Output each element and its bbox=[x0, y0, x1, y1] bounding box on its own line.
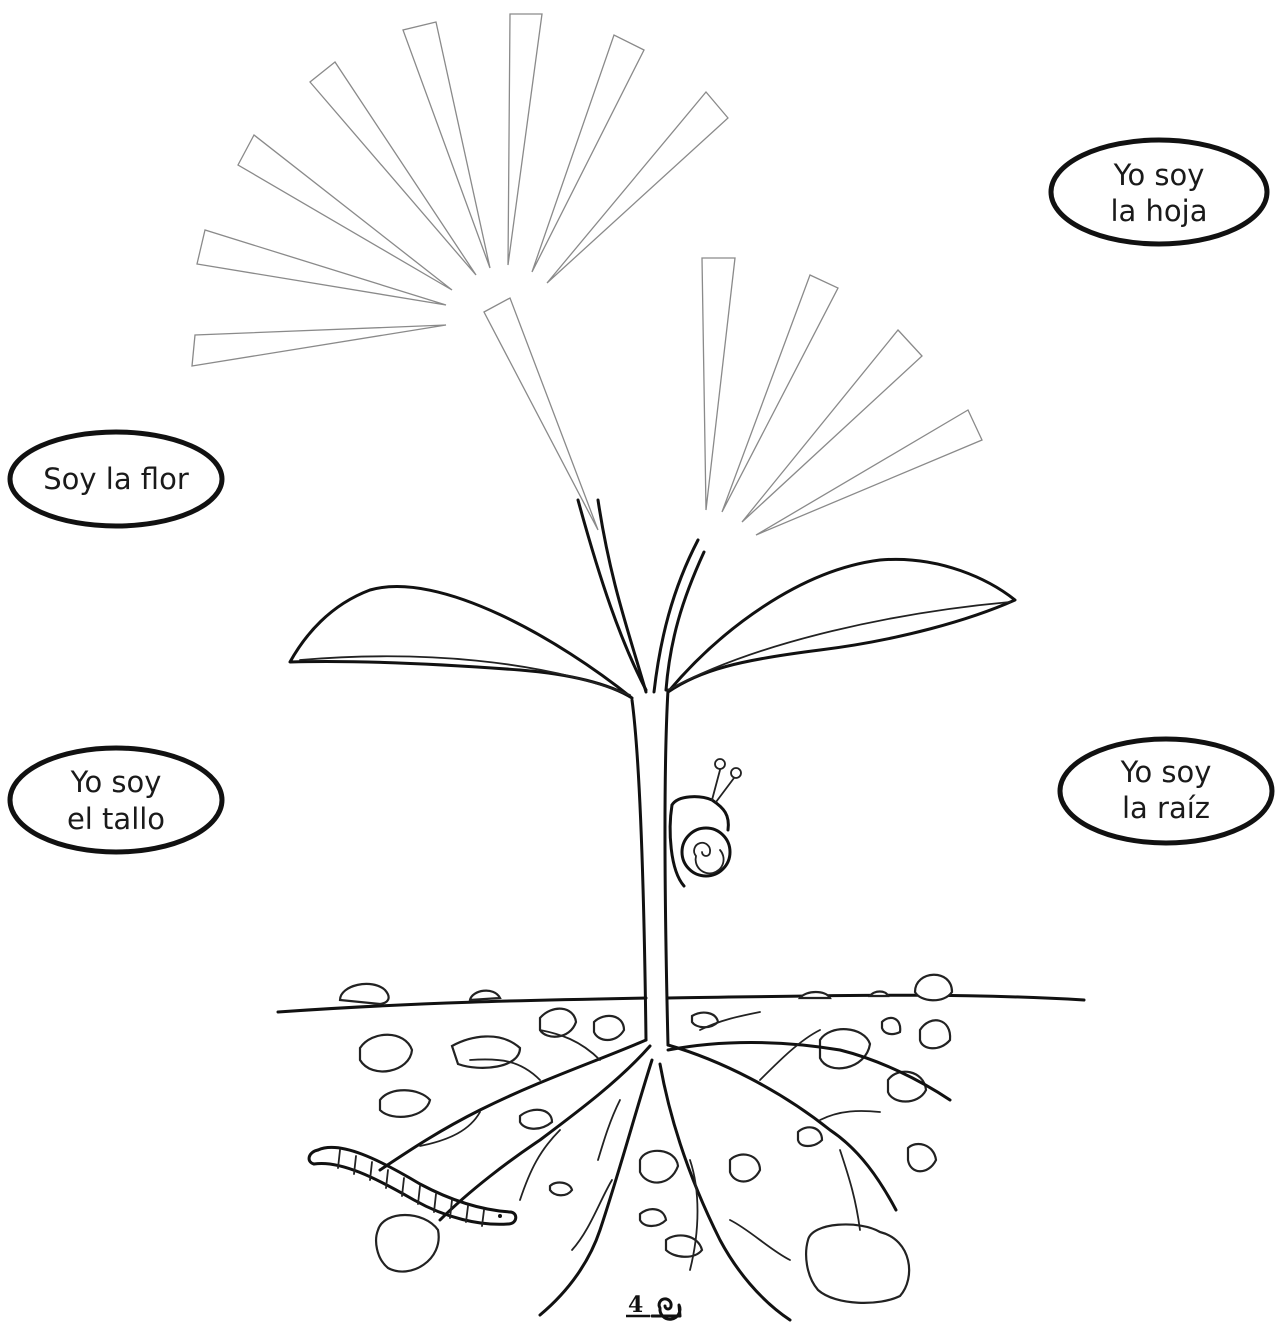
label-root: Yo soy la raíz bbox=[1060, 739, 1272, 843]
right-leaf bbox=[668, 559, 1015, 692]
label-stem-line2: el tallo bbox=[67, 802, 165, 836]
label-flower-text: Soy la flor bbox=[43, 462, 189, 496]
label-flower: Soy la flor bbox=[10, 432, 222, 526]
petal-strip bbox=[484, 298, 598, 530]
petal-strip bbox=[192, 325, 446, 366]
label-leaf-oval bbox=[1051, 140, 1267, 244]
label-leaf-line1: Yo soy bbox=[1113, 158, 1205, 192]
flower-petal-strips-right bbox=[702, 258, 982, 535]
label-root-line2: la raíz bbox=[1122, 791, 1210, 825]
plant-leaves bbox=[290, 559, 1015, 698]
ground-line bbox=[278, 975, 1084, 1012]
label-leaf: Yo soy la hoja bbox=[1051, 140, 1267, 244]
label-stem-line1: Yo soy bbox=[70, 765, 162, 799]
soil-rocks bbox=[360, 1009, 950, 1303]
page-footer: 4 bbox=[626, 1292, 680, 1319]
spiral-icon bbox=[652, 1299, 680, 1319]
label-leaf-line2: la hoja bbox=[1111, 194, 1208, 228]
plant-stem bbox=[578, 500, 704, 1045]
left-leaf bbox=[290, 587, 632, 698]
label-root-line1: Yo soy bbox=[1120, 755, 1212, 789]
flower-petal-strips-left bbox=[192, 14, 728, 366]
petal-strip bbox=[197, 230, 446, 305]
earthworm-illustration bbox=[309, 1147, 516, 1226]
snail-illustration bbox=[670, 759, 741, 886]
label-stem: Yo soy el tallo bbox=[10, 748, 222, 852]
label-stem-oval bbox=[10, 748, 222, 852]
page-number: 4 bbox=[628, 1292, 643, 1318]
petal-strip bbox=[702, 258, 735, 510]
petal-strip bbox=[508, 14, 542, 265]
flower-petal-strips-center bbox=[484, 298, 598, 530]
